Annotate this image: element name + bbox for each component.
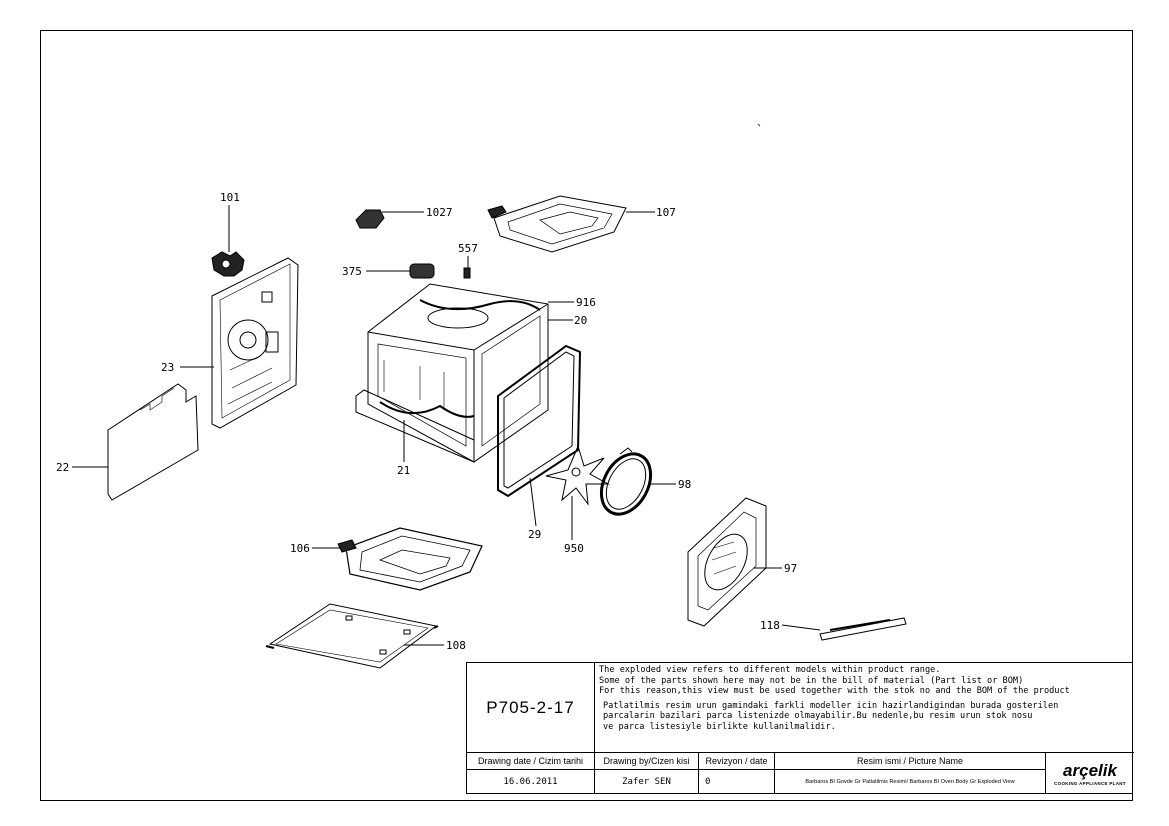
callout-1027: 1027 bbox=[426, 206, 453, 219]
note-en-line: For this reason,this view must be used t… bbox=[599, 686, 1070, 696]
callout-101: 101 bbox=[220, 191, 240, 204]
header-drawing-date: Drawing date / Cizim tarihi bbox=[467, 753, 595, 770]
logo-brand: arçelik bbox=[1063, 760, 1117, 780]
note-tr-line: ve parca listesiyle birlikte kullanilmal… bbox=[603, 721, 836, 732]
callout-118: 118 bbox=[760, 619, 780, 632]
part-118-hinge-rod bbox=[819, 617, 907, 641]
part-108-bottom-plate bbox=[265, 603, 439, 669]
callout-557: 557 bbox=[458, 242, 478, 255]
title-block: P705-2-17 The exploded view refers to di… bbox=[466, 662, 1134, 794]
callout-22: 22 bbox=[56, 461, 69, 474]
note-tr-block: Patlatilmis resim urun gamindaki farkli … bbox=[599, 701, 1130, 733]
note-tr-line: Patlatilmis resim urun gamindaki farkli … bbox=[603, 700, 1059, 711]
note-tr-line: parcalarin bazilari parca listenizde olm… bbox=[603, 711, 1033, 721]
note-en-line: Some of the parts shown here may not be … bbox=[599, 675, 1024, 686]
callout-98: 98 bbox=[678, 478, 691, 491]
value-picture-name: Barbaros BI Govde Gr Patlatilmis Resimi/… bbox=[805, 778, 1015, 785]
callout-950: 950 bbox=[564, 542, 584, 555]
callout-108: 108 bbox=[446, 639, 466, 652]
part-29-door-gasket bbox=[497, 344, 582, 498]
logo-tagline: COOKING APPLIANCE PLANT bbox=[1054, 780, 1126, 786]
callout-375: 375 bbox=[342, 265, 362, 278]
header-revision: Revizyon / date bbox=[699, 753, 775, 770]
callout-106: 106 bbox=[290, 542, 310, 555]
part-23-rear-panel bbox=[211, 257, 299, 429]
part-101-fan-motor bbox=[211, 251, 245, 277]
header-picture-name: Resim ismi / Picture Name bbox=[775, 753, 1045, 770]
callout-23: 23 bbox=[161, 361, 174, 374]
part-20-oven-cavity bbox=[367, 283, 549, 463]
callout-20: 20 bbox=[574, 314, 587, 327]
header-drawing-by: Drawing by/Cizen kisi bbox=[595, 753, 699, 770]
part-950-fan-blade bbox=[545, 444, 610, 506]
callout-916: 916 bbox=[576, 296, 596, 309]
part-557-sensor bbox=[463, 267, 471, 279]
drawing-code: P705-2-17 bbox=[467, 663, 595, 753]
part-375-motor bbox=[409, 263, 435, 279]
value-drawing-date: 16.06.2011 bbox=[467, 770, 595, 793]
part-98-ring-heater bbox=[599, 447, 653, 516]
part-106-lower-heater bbox=[337, 527, 483, 591]
part-97-fan-cover bbox=[687, 497, 767, 627]
drawing-frame bbox=[40, 30, 1133, 801]
part-22-insulation bbox=[107, 383, 199, 501]
part-21-bottom-heater-cover bbox=[355, 389, 475, 463]
value-drawing-by: Zafer SEN bbox=[595, 770, 699, 793]
drawing-notes: The exploded view refers to different mo… bbox=[595, 663, 1134, 753]
callout-21: 21 bbox=[397, 464, 410, 477]
value-revision: 0 bbox=[699, 770, 775, 793]
callout-97: 97 bbox=[784, 562, 797, 575]
note-en-line: The exploded view refers to different mo… bbox=[599, 665, 941, 675]
arcelik-logo: arçelik COOKING APPLIANCE PLANT bbox=[1045, 753, 1134, 793]
part-1027-lamp bbox=[355, 209, 385, 229]
callout-107: 107 bbox=[656, 206, 676, 219]
part-107-top-heater bbox=[487, 195, 627, 253]
callout-29: 29 bbox=[528, 528, 541, 541]
